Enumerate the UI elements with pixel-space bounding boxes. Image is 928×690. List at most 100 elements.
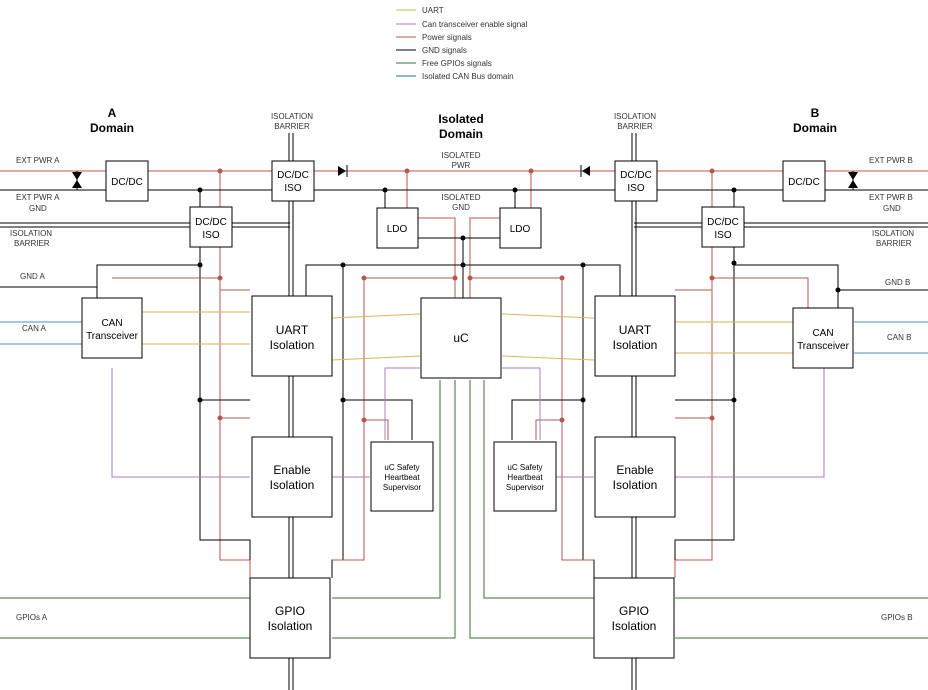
legend-enable: Can transceiver enable signal — [422, 20, 528, 29]
domain-iso-line1: Isolated — [438, 112, 483, 126]
block-dcdc-iso-bot-a[interactable]: DC/DC ISO — [189, 206, 233, 248]
diode-right-icon — [580, 165, 590, 177]
block-can-transceiver-b[interactable]: CAN Transceiver — [792, 307, 854, 369]
svg-text:Supervisor: Supervisor — [506, 483, 545, 492]
block-heartbeat-supervisor-a[interactable]: uC Safety Heartbeat Supervisor — [370, 441, 434, 512]
enable-lines — [332, 367, 594, 478]
domain-b-line2: Domain — [793, 121, 837, 135]
barrier-side-right-line2: BARRIER — [876, 239, 912, 248]
gpio-lines — [0, 380, 928, 639]
svg-text:Isolation: Isolation — [612, 619, 657, 633]
barrier-side-right-line1: ISOLATION — [872, 229, 914, 238]
domain-iso-line2: Domain — [439, 127, 483, 141]
barrier-right-line1: ISOLATION — [614, 112, 656, 121]
block-uc[interactable]: uC — [420, 297, 502, 379]
diode-left-icon — [338, 165, 348, 177]
can-a-wiring — [0, 264, 250, 478]
block-uart-isolation-a[interactable]: UART Isolation — [251, 295, 333, 377]
svg-text:DC/DC: DC/DC — [111, 177, 143, 188]
svg-text:ISO: ISO — [284, 183, 301, 194]
label-can-b: CAN B — [887, 333, 911, 342]
svg-text:ISO: ISO — [202, 230, 219, 241]
svg-text:Supervisor: Supervisor — [383, 483, 422, 492]
svg-text:Heartbeat: Heartbeat — [384, 473, 420, 482]
svg-text:Isolation: Isolation — [268, 619, 313, 633]
legend-gnd: GND signals — [422, 46, 467, 55]
svg-text:Isolation: Isolation — [270, 338, 315, 352]
svg-text:ISO: ISO — [714, 230, 731, 241]
block-enable-isolation-a[interactable]: Enable Isolation — [251, 436, 333, 518]
svg-text:ISO: ISO — [627, 183, 644, 194]
svg-text:UART: UART — [619, 323, 652, 337]
ldo-connections — [418, 217, 500, 298]
svg-text:CAN: CAN — [812, 328, 833, 339]
block-uart-isolation-b[interactable]: UART Isolation — [594, 295, 676, 377]
can-b-wiring — [675, 264, 928, 478]
barrier-left-line1: ISOLATION — [271, 112, 313, 121]
block-dcdc-b[interactable]: DC/DC — [782, 160, 826, 202]
label-iso-pwr-2: PWR — [452, 161, 471, 170]
label-can-a: CAN A — [22, 324, 47, 333]
block-heartbeat-supervisor-b[interactable]: uC Safety Heartbeat Supervisor — [493, 441, 557, 512]
label-gpios-a: GPIOs A — [16, 613, 48, 622]
block-ldo-a[interactable]: LDO — [376, 207, 419, 249]
barrier-side-left-line1: ISOLATION — [10, 229, 52, 238]
svg-text:uC: uC — [453, 331, 469, 345]
label-ext-pwr-a-gnd-1: EXT PWR A — [16, 193, 60, 202]
svg-text:DC/DC: DC/DC — [620, 170, 652, 181]
svg-text:DC/DC: DC/DC — [707, 217, 739, 228]
svg-text:GPIO: GPIO — [275, 604, 305, 618]
label-iso-gnd-2: GND — [452, 203, 470, 212]
label-gnd-b: GND B — [885, 278, 910, 287]
legend-gpio: Free GPIOs signals — [422, 59, 492, 68]
svg-text:DC/DC: DC/DC — [195, 217, 227, 228]
svg-text:uC Safety: uC Safety — [384, 463, 419, 472]
gnd-rail — [0, 189, 928, 560]
domain-a-line2: Domain — [90, 121, 134, 135]
label-ext-pwr-a-gnd-2: GND — [29, 204, 47, 213]
junction-dots — [197, 168, 841, 423]
svg-text:DC/DC: DC/DC — [788, 177, 820, 188]
block-gpio-isolation-a[interactable]: GPIO Isolation — [249, 577, 331, 659]
label-ext-pwr-b-gnd-1: EXT PWR B — [869, 193, 913, 202]
label-ext-pwr-a: EXT PWR A — [16, 156, 60, 165]
block-dcdc-iso-top-b[interactable]: DC/DC ISO — [614, 160, 658, 202]
label-iso-pwr-1: ISOLATED — [442, 151, 481, 160]
block-enable-isolation-b[interactable]: Enable Isolation — [594, 436, 676, 518]
legend-uart: UART — [422, 6, 444, 15]
svg-text:UART: UART — [276, 323, 309, 337]
svg-text:GPIO: GPIO — [619, 604, 649, 618]
svg-text:Isolation: Isolation — [613, 478, 658, 492]
legend-isolated-can: Isolated CAN Bus domain — [422, 72, 514, 81]
label-iso-gnd-1: ISOLATED — [442, 193, 481, 202]
legend-power: Power signals — [422, 33, 472, 42]
block-gpio-isolation-b[interactable]: GPIO Isolation — [593, 577, 675, 659]
label-ext-pwr-b-gnd-2: GND — [883, 204, 901, 213]
barrier-left-line2: BARRIER — [274, 122, 310, 131]
svg-text:Enable: Enable — [616, 463, 654, 477]
tvs-right-icon — [848, 171, 858, 190]
block-ldo-b[interactable]: LDO — [499, 207, 542, 249]
block-can-transceiver-a[interactable]: CAN Transceiver — [81, 297, 143, 359]
svg-text:DC/DC: DC/DC — [277, 170, 309, 181]
block-dcdc-a[interactable]: DC/DC — [105, 160, 149, 202]
label-gpios-b: GPIOs B — [881, 613, 913, 622]
domain-b-line1: B — [811, 106, 820, 120]
svg-text:Isolation: Isolation — [270, 478, 315, 492]
svg-text:uC Safety: uC Safety — [507, 463, 542, 472]
svg-text:LDO: LDO — [387, 224, 408, 235]
block-dcdc-iso-bot-b[interactable]: DC/DC ISO — [701, 206, 745, 248]
tvs-left-icon — [72, 171, 82, 190]
label-ext-pwr-b: EXT PWR B — [869, 156, 913, 165]
svg-text:CAN: CAN — [101, 318, 122, 329]
legend: UART Can transceiver enable signal Power… — [396, 6, 528, 81]
domain-a-line1: A — [108, 106, 117, 120]
isolation-barriers — [0, 133, 928, 690]
uart-lines — [331, 313, 595, 361]
svg-text:Transceiver: Transceiver — [86, 331, 139, 342]
block-dcdc-iso-top-a[interactable]: DC/DC ISO — [271, 160, 315, 202]
label-gnd-a: GND A — [20, 272, 46, 281]
svg-text:Transceiver: Transceiver — [797, 341, 850, 352]
svg-text:Isolation: Isolation — [613, 338, 658, 352]
